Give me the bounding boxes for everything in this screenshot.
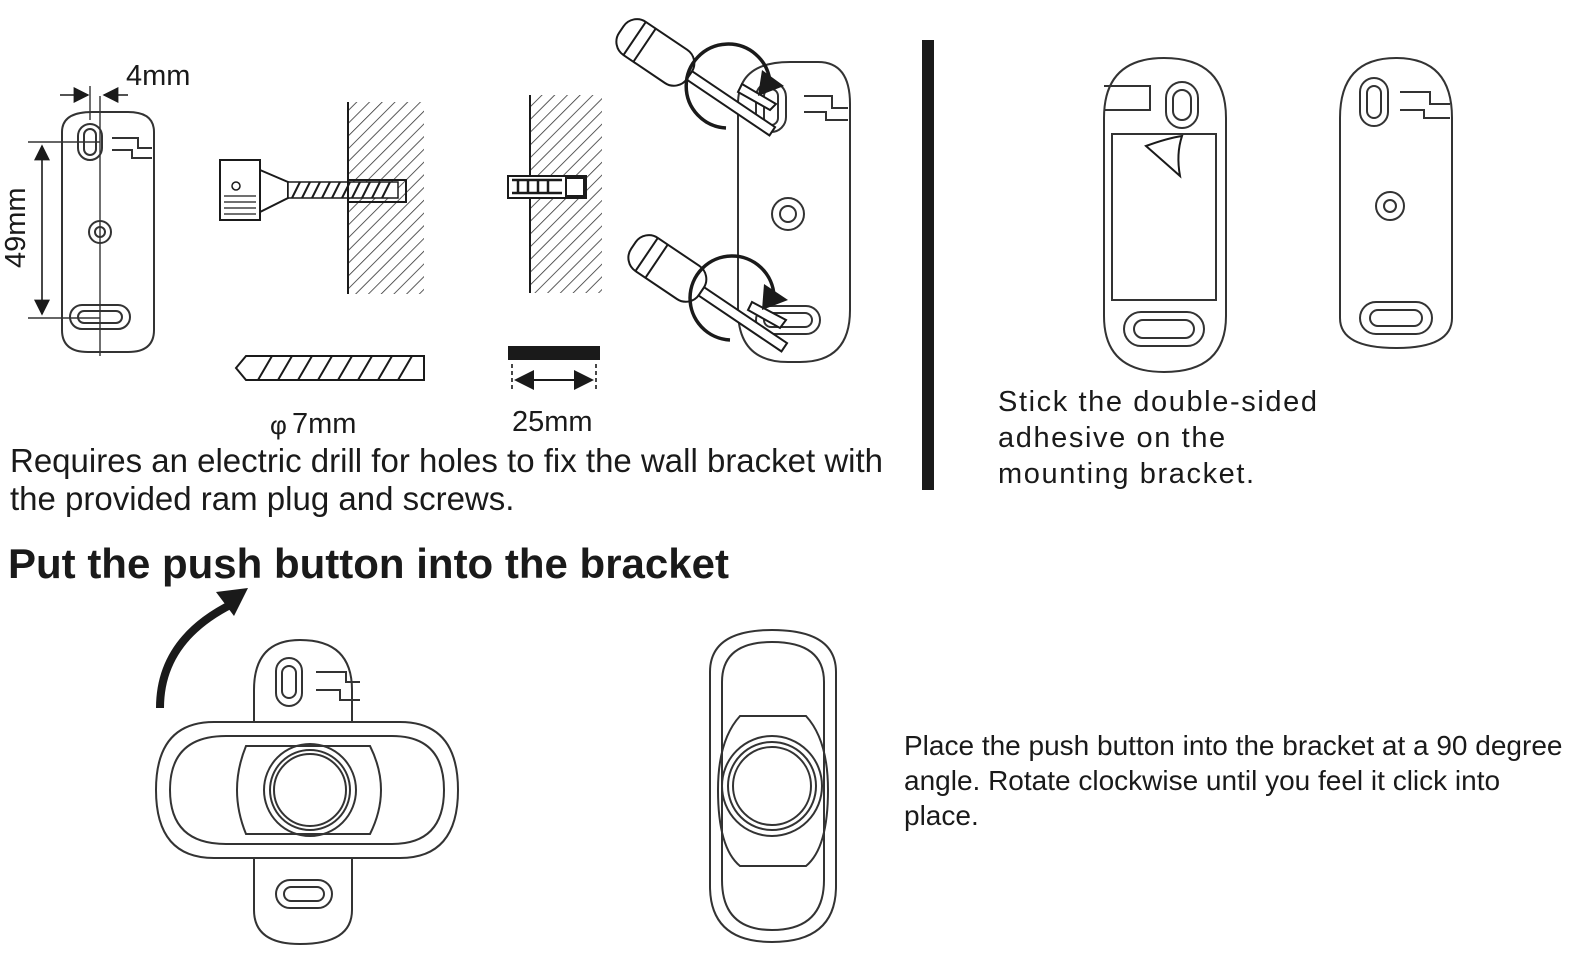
- adhesive-bracket-drawing: [1103, 56, 1227, 374]
- dimension-arrow-icon: [34, 87, 128, 316]
- plug-length-label: 25mm: [512, 406, 593, 438]
- screwdriver-icon: [615, 18, 789, 353]
- adhesive-instruction-text: Stick the double-sided adhesive on the m…: [998, 386, 1319, 490]
- rotate-arrow-icon: [684, 42, 788, 342]
- hole-offset-label: 4mm: [126, 60, 191, 92]
- mounting-bracket-drawing: [1339, 56, 1453, 350]
- drill-bit-icon: [234, 355, 425, 381]
- wall-plug-icon: [507, 175, 600, 392]
- drill-instruction-text: Requires an electric drill for holes to …: [10, 442, 884, 517]
- push-button-installed-drawing: [709, 628, 837, 944]
- drill-diameter-symbol: φ: [270, 410, 287, 440]
- push-button-insert-drawing: [154, 638, 460, 946]
- section-heading: Put the push button into the bracket: [8, 540, 729, 587]
- screw-bracket-drawing: [737, 61, 851, 363]
- bracket-dimension-drawing: [28, 86, 155, 356]
- place-instruction-text: Place the push button into the bracket a…: [904, 730, 1563, 831]
- drill-wall-drawing: [219, 102, 424, 294]
- hole-spacing-label: 49mm: [0, 187, 32, 268]
- peel-sticker-icon: [1144, 134, 1184, 179]
- drill-diameter-label: 7mm: [292, 408, 357, 440]
- insert-direction-arrow-icon: [156, 600, 234, 709]
- section-divider: [922, 40, 934, 490]
